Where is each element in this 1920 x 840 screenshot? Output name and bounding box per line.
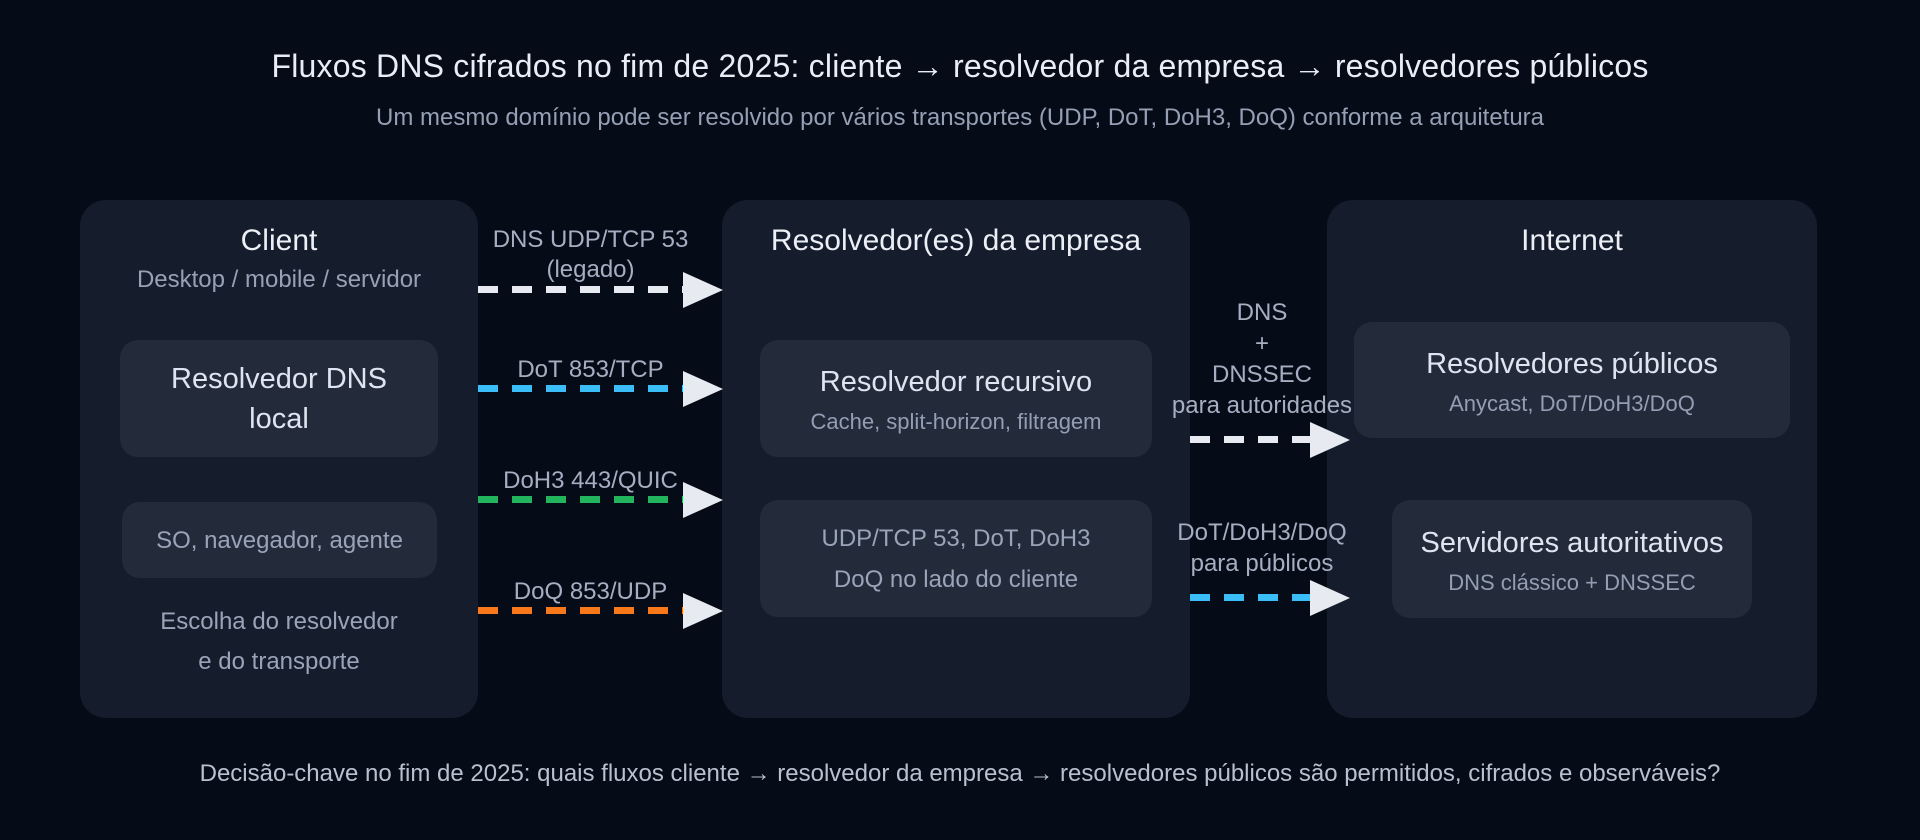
recursive-resolver-label: Resolvedor recursivo <box>819 366 1093 398</box>
public-resolvers-node: Resolvedores públicos Anycast, DoT/DoH3/… <box>1354 322 1790 438</box>
local-dns-resolver-label: Resolvedor DNS local <box>171 362 387 435</box>
authoritative-servers-label: Servidores autoritativos <box>1420 526 1724 559</box>
dashed-line <box>478 607 683 614</box>
client-panel-title: Client <box>240 224 318 257</box>
diagram-subtitle: Um mesmo domínio pode ser resolvido por … <box>375 104 1545 131</box>
flow-doq-853-label: DoQ 853/UDP <box>513 578 668 605</box>
flow-dns-udp-tcp-53-label: DNS UDP/TCP 53 (legado) <box>492 226 689 283</box>
dashed-line <box>1190 594 1310 601</box>
diagram-title: Fluxos DNS cifrados no fim de 2025: clie… <box>271 48 1649 84</box>
dashed-line <box>478 385 683 392</box>
arrowhead-icon <box>683 593 723 629</box>
dashed-line <box>478 286 683 293</box>
arrowhead-icon <box>1310 580 1350 616</box>
company-panel-title: Resolvedor(es) da empresa <box>770 224 1142 257</box>
client-footnote-line2: e do transporte <box>198 648 360 675</box>
arrowhead-icon <box>1310 422 1350 458</box>
arrowhead-icon <box>683 272 723 308</box>
internet-panel-title: Internet <box>1521 224 1623 257</box>
local-dns-resolver-node: Resolvedor DNS local <box>120 340 438 457</box>
client-panel: Client Desktop / mobile / servidor Resol… <box>80 200 478 718</box>
flow-dns-dnssec-label: DNS + DNSSEC para autoridades <box>1171 299 1353 419</box>
internet-panel: Internet Resolvedores públicos Anycast, … <box>1327 200 1817 718</box>
client-footnote: Escolha do resolvedor e do transporte <box>80 602 478 682</box>
company-transports-node: UDP/TCP 53, DoT, DoH3 DoQ no lado do cli… <box>760 500 1152 617</box>
arrowhead-icon <box>683 371 723 407</box>
arrowhead-icon <box>683 482 723 518</box>
bottom-caption: Decisão-chave no fim de 2025: quais flux… <box>199 760 1721 787</box>
dashed-line <box>478 496 683 503</box>
client-software-node: SO, navegador, agente <box>122 502 437 578</box>
client-panel-subtitle: Desktop / mobile / servidor <box>136 266 422 293</box>
company-transports-line2: DoQ no lado do cliente <box>833 565 1079 593</box>
company-transports-line1: UDP/TCP 53, DoT, DoH3 <box>821 524 1091 552</box>
recursive-resolver-sublabel: Cache, split-horizon, filtragem <box>810 409 1102 434</box>
dashed-line <box>1190 436 1310 443</box>
client-software-label: SO, navegador, agente <box>156 526 403 554</box>
flow-dot-853-label: DoT 853/TCP <box>517 356 664 383</box>
company-resolver-panel: Resolvedor(es) da empresa Resolvedor rec… <box>722 200 1190 718</box>
recursive-resolver-node: Resolvedor recursivo Cache, split-horizo… <box>760 340 1152 457</box>
authoritative-servers-node: Servidores autoritativos DNS clássico + … <box>1392 500 1752 618</box>
client-footnote-line1: Escolha do resolvedor <box>160 608 398 635</box>
authoritative-servers-sublabel: DNS clássico + DNSSEC <box>1448 569 1696 595</box>
public-resolvers-label: Resolvedores públicos <box>1426 347 1718 380</box>
flow-doh3-443-label: DoH3 443/QUIC <box>503 467 678 494</box>
flow-dot-doh3-doq-label: DoT/DoH3/DoQ para públicos <box>1177 519 1347 577</box>
public-resolvers-sublabel: Anycast, DoT/DoH3/DoQ <box>1449 390 1695 416</box>
